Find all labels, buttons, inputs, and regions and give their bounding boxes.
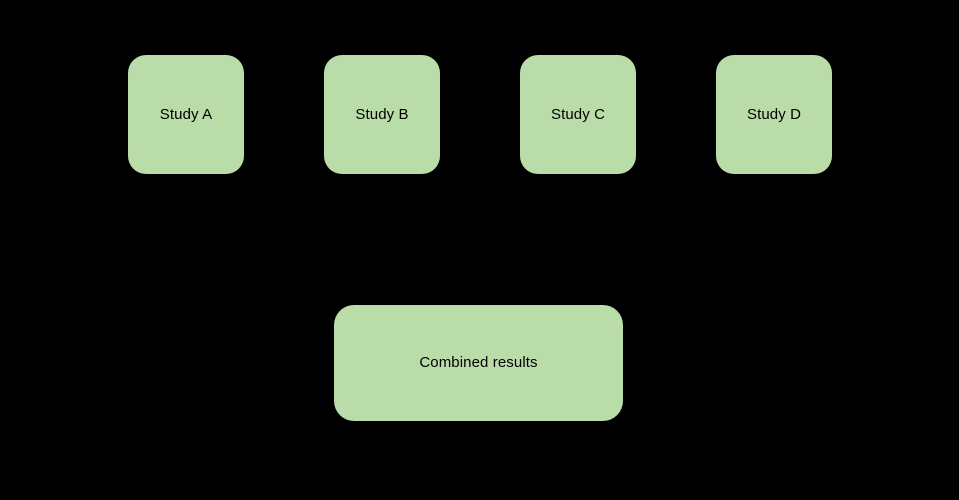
diagram-node-study-c[interactable]: Study C — [520, 55, 636, 174]
node-label: Study C — [550, 105, 606, 123]
node-label: Study B — [355, 105, 409, 123]
node-label: Combined results — [419, 354, 538, 371]
diagram-node-combined-results[interactable]: Combined results — [334, 305, 623, 421]
node-label: Study A — [159, 105, 213, 123]
diagram-node-study-a[interactable]: Study A — [128, 55, 244, 174]
diagram-node-study-d[interactable]: Study D — [716, 55, 832, 174]
node-label: Study D — [746, 105, 802, 123]
diagram-node-study-b[interactable]: Study B — [324, 55, 440, 174]
